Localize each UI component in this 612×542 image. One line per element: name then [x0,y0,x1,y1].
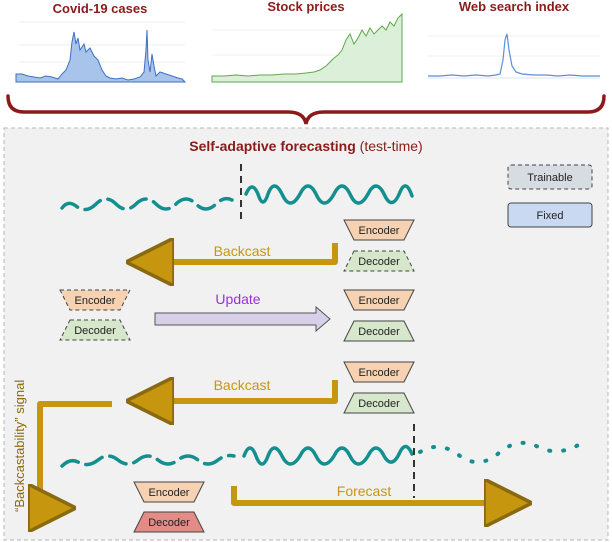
block-decoder-r2: Decoder [343,320,415,342]
block-encoder-left: Encoder [59,289,131,311]
bottom-series [60,424,582,498]
bottom-forecast-dotted [418,440,582,464]
top-series [60,164,414,222]
block-decoder-r3: Decoder [343,392,415,414]
forecast-label: Forecast [337,483,392,499]
encoder-r3-label: Encoder [359,367,400,379]
covid-area [15,29,187,83]
encoder-r2-label: Encoder [359,295,400,307]
top-forecast-wave [244,184,414,205]
update-label: Update [215,291,260,307]
panel-title: Self-adaptive forecasting (test-time) [189,138,422,154]
panel-title-bold: Self-adaptive forecasting [189,138,356,154]
encoder-left-label: Encoder [75,295,116,307]
legend-fixed-label: Fixed [537,210,564,222]
block-decoder-bottom: Decoder [133,511,205,533]
bottom-lookback-wave [60,453,236,468]
legend-trainable-swatch [507,164,593,190]
covid-chart-title: Covid-19 cases [53,1,148,16]
web-search-chart-thumbnail: Web search index [428,0,600,79]
decoder-r2-label: Decoder [358,326,400,338]
covid-chart-thumbnail: Covid-19 cases [15,1,187,83]
backcastability-arrow [40,401,112,508]
encoder-bottom-label: Encoder [149,487,190,499]
block-decoder-left: Decoder [59,319,131,341]
decoder-r3-label: Decoder [358,398,400,410]
decoder-bottom-label: Decoder [148,517,190,529]
block-decoder-r1: Decoder [343,250,415,272]
forecast-arrow [231,486,508,503]
stock-area [211,12,403,83]
stock-chart-thumbnail: Stock prices [211,0,403,83]
web-search-line [428,33,600,77]
legend-trainable-label: Trainable [527,172,572,184]
backcastability-label: “Backcastability” signal [12,380,27,512]
block-encoder-r3: Encoder [343,361,415,383]
top-lookback-wave [60,196,234,212]
backcast-arrow-r1 [150,243,338,262]
stock-chart-title: Stock prices [267,0,344,14]
grouping-brace [6,94,606,125]
legend-fixed-swatch [507,202,593,228]
decoder-left-label: Decoder [74,325,116,337]
block-encoder-r1: Encoder [343,219,415,241]
encoder-r1-label: Encoder [359,225,400,237]
backcast-label-r3: Backcast [214,377,271,393]
panel-title-suffix: (test-time) [356,138,423,154]
update-arrow [154,305,331,333]
bottom-context-wave [242,444,414,466]
backcast-arrow-r3 [150,380,338,401]
block-encoder-bottom: Encoder [133,481,205,503]
web-search-chart-title: Web search index [459,0,570,14]
block-encoder-r2: Encoder [343,289,415,311]
backcast-label-r1: Backcast [214,243,271,259]
decoder-r1-label: Decoder [358,256,400,268]
legend: Trainable Fixed [507,164,593,228]
